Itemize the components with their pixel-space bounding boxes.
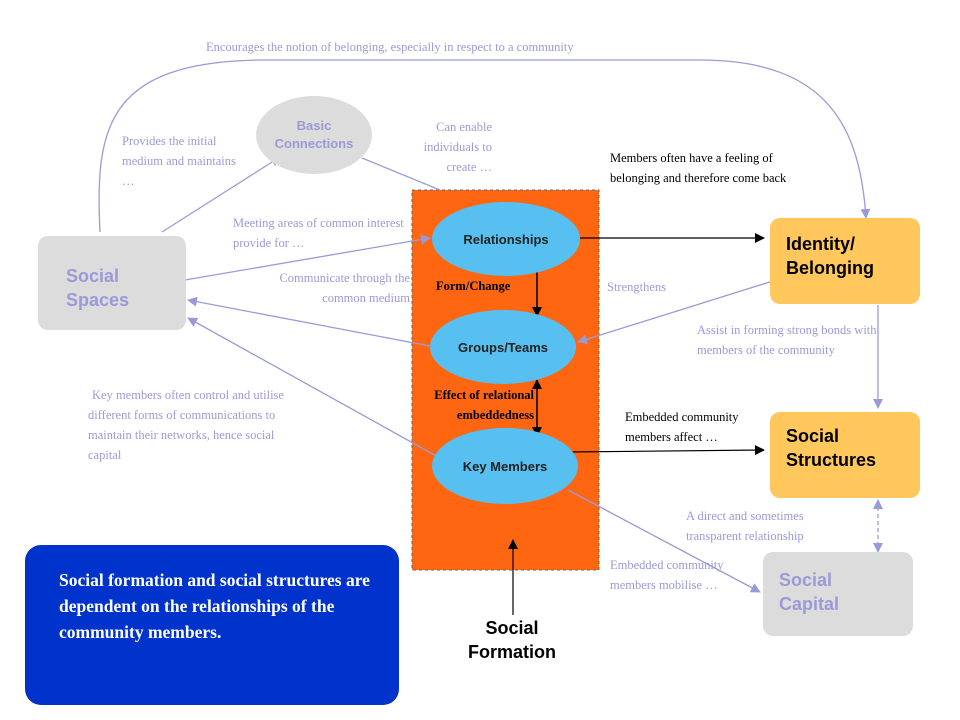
social-structures-label: Social Structures: [786, 426, 877, 470]
groups-teams-node: Groups/Teams: [430, 310, 576, 384]
arrow-spaces-to-relationships: [184, 234, 431, 281]
key-members-control-label: Key members often control and utilise di…: [88, 388, 284, 462]
arrow-keymembers-to-capital: [567, 489, 761, 593]
social-capital-label: Social Capital: [779, 570, 840, 614]
arrow-spaces-to-basic: [161, 156, 281, 233]
arrow-encourages-belonging: [98, 59, 871, 233]
social-structures-node: Social Structures: [770, 412, 920, 498]
basic-connections-label: Basic Connections: [274, 118, 354, 151]
arrow-groups-to-spaces: [187, 296, 431, 347]
provides-label: Provides the initial medium and maintain…: [122, 134, 236, 188]
social-formation-label: Social Formation: [468, 618, 556, 662]
relationships-label: Relationships: [463, 231, 549, 247]
key-members-node: Key Members: [432, 428, 578, 504]
arrow-keymembers-to-spaces: [187, 317, 441, 459]
identity-belonging-node: Identity/ Belonging: [770, 218, 920, 304]
summary-box: Social formation and social structures a…: [25, 545, 399, 705]
can-enable-label: Can enable individuals to create …: [423, 120, 492, 174]
line-basic-to-formation: [361, 157, 441, 191]
basic-connections-node: Basic Connections: [256, 96, 372, 174]
top-arc-label: Encourages the notion of belonging, espe…: [206, 40, 574, 54]
communicate-label: Communicate through the common medium: [279, 271, 410, 305]
meeting-areas-label: Meeting areas of common interest provide…: [233, 216, 404, 250]
assist-label: Assist in forming strong bonds with memb…: [697, 323, 877, 357]
social-spaces-node: Social Spaces: [38, 236, 186, 330]
embedded-mobilise-label: Embedded community members mobilise …: [610, 558, 724, 592]
identity-belonging-label: Identity/ Belonging: [786, 234, 874, 278]
members-feeling-label: Members often have a feeling of belongin…: [610, 151, 787, 185]
arrow-keymembers-to-structures: [567, 445, 765, 456]
groups-teams-label: Groups/Teams: [457, 339, 549, 355]
embedded-affect-label: Embedded community members affect …: [625, 410, 739, 444]
effect-relational-label: Effect of relational embeddedness: [434, 388, 534, 422]
strengthens-label: Strengthens: [607, 280, 667, 294]
key-members-label: Key Members: [462, 458, 548, 474]
social-spaces-label: Social Spaces: [66, 266, 130, 310]
form-change-label: Form/Change: [436, 279, 511, 293]
social-capital-node: Social Capital: [763, 552, 913, 636]
relationships-node: Relationships: [432, 202, 580, 276]
direct-relationship-label: A direct and sometimes transparent relat…: [686, 509, 804, 543]
arrow-identity-to-groups: [577, 279, 777, 345]
summary-text: Social formation and social structures a…: [59, 570, 370, 642]
